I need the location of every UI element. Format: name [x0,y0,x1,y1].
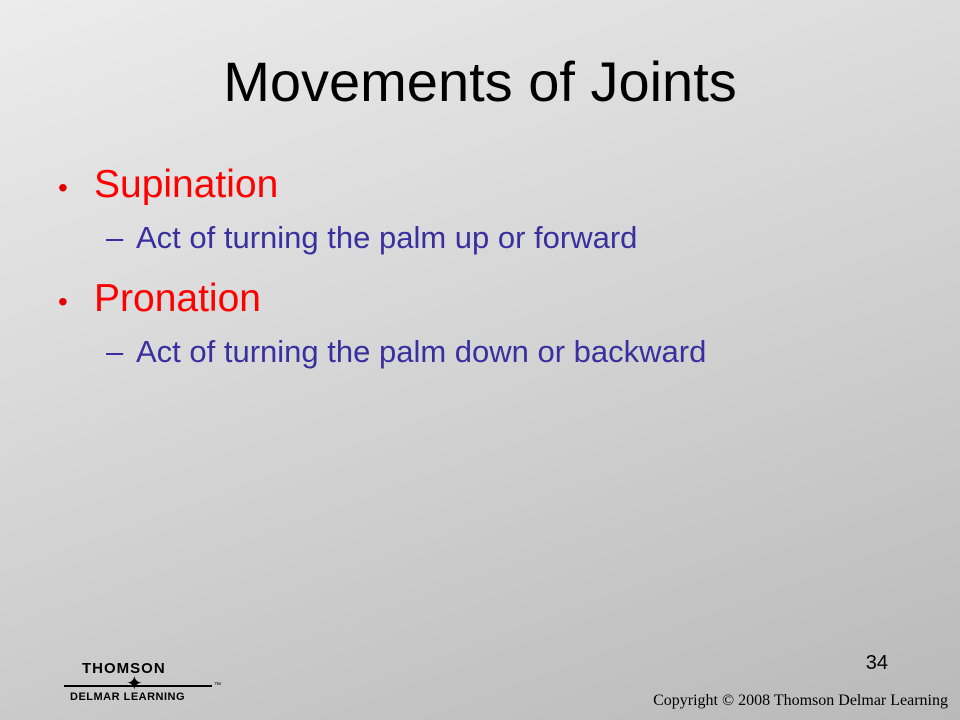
bullet-text: Supination [94,163,279,206]
sub-bullet-text: Act of turning the palm down or backward [136,334,707,369]
sub-bullet-text: Act of turning the palm up or forward [136,220,638,255]
star-burst-icon: ✦ [126,673,143,695]
publisher-logo: THOMSON ✦ ™ DELMAR LEARNING [64,660,234,708]
logo-trademark: ™ [214,682,221,689]
page-number: 34 [865,652,888,674]
sub-bullet-marker: – [106,334,124,369]
sub-bullet-item: – Act of turning the palm down or backwa… [58,330,918,388]
logo-divider [64,685,212,687]
sub-bullet-marker: – [106,220,124,255]
bullet-marker: • [58,286,68,317]
copyright-notice: Copyright © 2008 Thomson Delmar Learning [653,692,948,709]
bullet-item-pronation: • Pronation [58,274,918,330]
bullet-item-supination: • Supination [58,160,918,216]
slide-title: Movements of Joints [223,50,737,113]
bullet-list: • Supination – Act of turning the palm u… [58,160,918,388]
logo-text-bottom: DELMAR LEARNING [70,691,186,703]
bullet-marker: • [58,172,68,203]
logo-text-top: THOMSON [82,660,166,677]
bullet-text: Pronation [94,277,261,320]
sub-bullet-item: – Act of turning the palm up or forward [58,216,918,274]
